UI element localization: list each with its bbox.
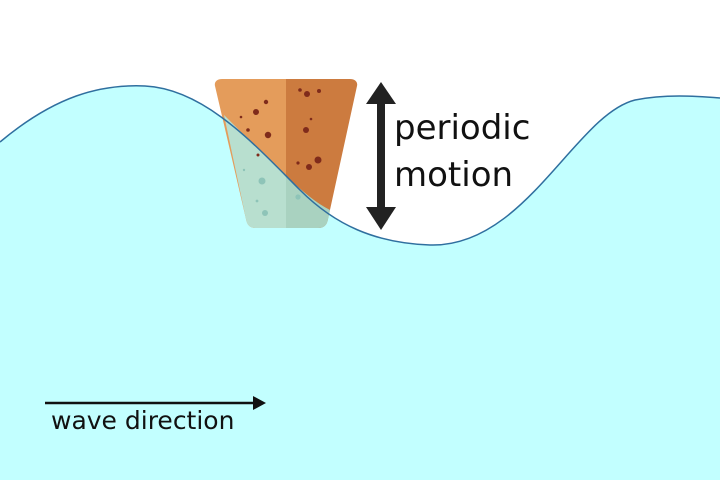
cork-submerged-right bbox=[286, 176, 330, 228]
cork-spots bbox=[239, 88, 322, 170]
periodic-motion-arrow-head-down-icon bbox=[366, 207, 396, 230]
wave-direction-arrow-head-icon bbox=[253, 396, 266, 410]
periodic-motion-label-line-2: motion bbox=[394, 155, 514, 195]
cork bbox=[214, 79, 358, 228]
wave-surface-line bbox=[0, 85, 720, 246]
cork-right-face bbox=[286, 79, 358, 228]
wave-direction-label: wave direction bbox=[51, 406, 235, 435]
cork-submerged-spots bbox=[242, 168, 301, 216]
water-body bbox=[0, 85, 720, 480]
cork-submerged-left bbox=[224, 115, 286, 228]
wave-direction-arrow bbox=[45, 396, 266, 410]
periodic-motion-arrow bbox=[366, 82, 396, 230]
periodic-motion-label-line-1: periodic bbox=[394, 108, 531, 148]
periodic-motion-arrow-head-up-icon bbox=[366, 82, 396, 104]
